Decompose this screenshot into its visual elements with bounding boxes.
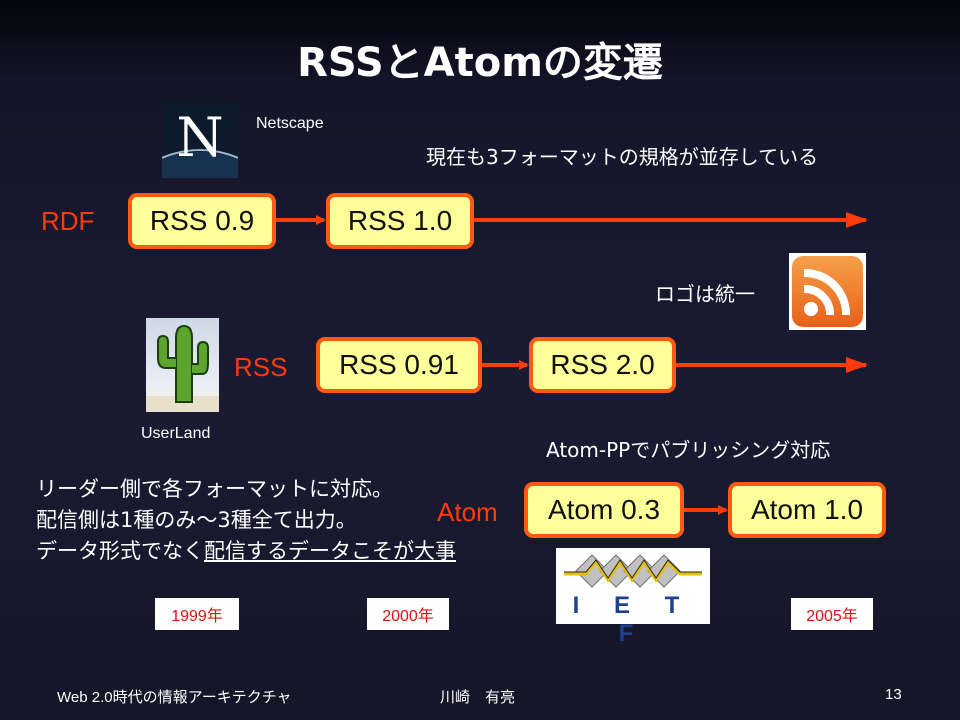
rss-0-91-box: RSS 0.91 — [316, 337, 482, 393]
note-line-1: リーダー側で各フォーマットに対応。 — [36, 477, 393, 501]
netscape-logo-icon — [162, 102, 238, 178]
atom-1-0-label: Atom 1.0 — [750, 494, 864, 525]
rss-feed-icon-graphic — [792, 256, 863, 327]
note-line-3-plain: データ形式でなく — [36, 539, 204, 563]
note-line-3: データ形式でなく配信するデータこそが大事 — [36, 536, 506, 567]
footer-deck-title: Web 2.0時代の情報アーキテクチャ — [57, 689, 292, 706]
rdf-row-label: RDF — [41, 206, 95, 236]
year-2000: 2000年 — [367, 598, 449, 630]
rss-2-0-box: RSS 2.0 — [529, 337, 676, 393]
notes-block: リーダー側で各フォーマットに対応。 配信側は1種のみ～3種全て出力。 データ形式… — [36, 474, 506, 567]
rss-feed-icon — [789, 253, 866, 330]
cactus-icon — [146, 324, 219, 412]
netscape-logo: N — [162, 102, 238, 178]
atom-row-label: Atom — [437, 497, 498, 527]
ietf-logo: I E T F — [556, 548, 710, 647]
rss-0-9-label: RSS 0.9 — [149, 205, 255, 236]
atom-1-0-box: Atom 1.0 — [728, 482, 886, 538]
userland-label: UserLand — [141, 425, 211, 442]
userland-logo — [146, 318, 219, 412]
ietf-letters: I E T F — [572, 592, 694, 647]
logo-unified-note: ロゴは統一 — [655, 282, 755, 306]
rss-row-label: RSS — [234, 352, 288, 382]
rss-1-0-box: RSS 1.0 — [326, 193, 474, 249]
note-line-2: 配信側は1種のみ～3種全て出力。 — [36, 508, 357, 532]
coexist-note: 現在も3フォーマットの規格が並存している — [426, 145, 819, 169]
rss-0-91-label: RSS 0.91 — [339, 349, 459, 380]
rss-1-0-label: RSS 1.0 — [347, 205, 453, 236]
footer-page-number: 13 — [885, 686, 902, 703]
ietf-logo-graphic — [564, 554, 702, 588]
note-line-3-emphasis: 配信するデータこそが大事 — [204, 539, 456, 563]
year-2005: 2005年 — [791, 598, 873, 630]
year-1999: 1999年 — [155, 598, 239, 630]
rss-2-0-label: RSS 2.0 — [550, 349, 655, 380]
atom-pp-note: Atom-PPでパブリッシング対応 — [546, 438, 831, 462]
footer-author: 川崎 有亮 — [440, 689, 516, 706]
atom-0-3-label: Atom 0.3 — [547, 494, 661, 525]
netscape-letter: N — [176, 106, 224, 169]
netscape-label: Netscape — [256, 115, 324, 132]
rss-0-9-box: RSS 0.9 — [128, 193, 276, 249]
atom-0-3-box: Atom 0.3 — [524, 482, 684, 538]
slide-title: RSSとAtomの変遷 — [297, 40, 663, 86]
